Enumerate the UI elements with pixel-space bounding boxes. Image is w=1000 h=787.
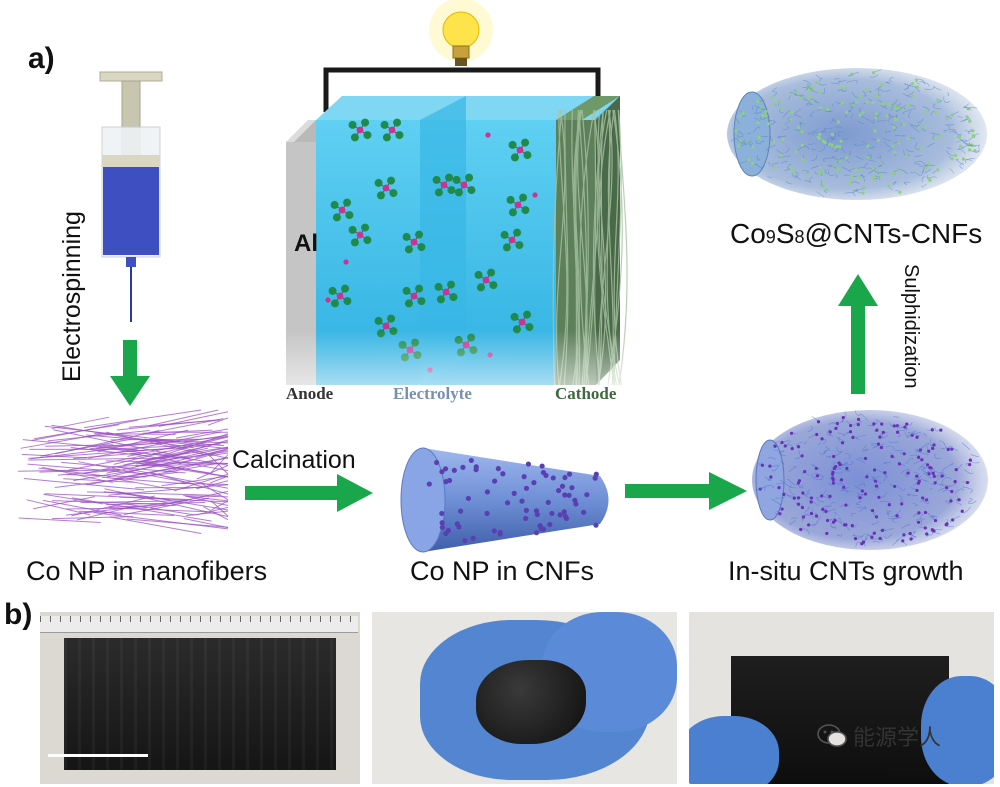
caption-product: Co9S8@CNTs-CNFs [730,218,983,249]
panel-label-a: a) [28,42,55,75]
glove-right [921,676,994,784]
ruler [40,616,358,633]
caption-insitu-cnts: In-situ CNTs growth [728,556,964,586]
arrow-calcination [245,474,373,512]
watermark: 能源学人 [817,720,941,752]
cnf-cylinder-icon [400,447,609,553]
electrolyte-label: Electrolyte [393,384,472,403]
watermark-text: 能源学人 [853,725,942,750]
photo-film-ruler [40,612,360,784]
cathode-label: Cathode [555,384,617,403]
anode-label: Anode [286,384,334,403]
battery-cell-diagram [280,67,640,410]
glove-left [689,716,779,784]
cnt-cylinder-icon [752,410,988,550]
photo-flexible-film: 能源学人 [689,612,994,784]
nanofiber-mesh-icon [18,409,229,534]
photo-crumpled-film [372,612,677,784]
anode-metal-label: Al [294,230,318,257]
crumpled-film [476,660,586,744]
panel-label-b: b) [4,598,33,631]
cnf-film [64,638,336,770]
caption-co-np-nanofibers: Co NP in nanofibers [26,556,268,586]
calcination-label: Calcination [232,446,356,474]
sulphidization-label: Sulphidization [900,264,922,389]
wechat-icon [817,724,847,747]
product-cylinder-icon [727,68,987,200]
caption-co-np-cnfs: Co NP in CNFs [410,556,595,586]
electrospinning-label: Electrospinning [58,211,86,382]
arrow-to-cnt [625,472,747,510]
arrow-sulphidization [838,274,878,394]
syringe-icon [99,71,163,322]
scale-bar [48,754,148,757]
arrow-down [110,340,150,406]
lightbulb-icon [429,0,493,66]
